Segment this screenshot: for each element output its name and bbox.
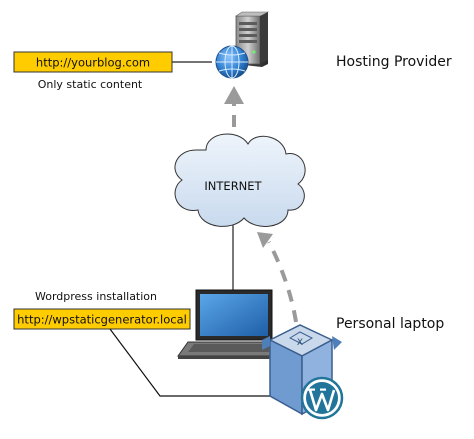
local-url-box xyxy=(13,308,191,330)
cloud-icon xyxy=(174,133,306,227)
personal-laptop-label: Personal laptop xyxy=(336,316,444,332)
svg-text:X: X xyxy=(297,338,303,348)
hosting-url-box xyxy=(13,51,173,73)
static-content-note: Only static content xyxy=(38,78,143,91)
local-url-connector xyxy=(109,328,304,401)
hosting-url-label: http://yourblog.com xyxy=(36,56,150,70)
wordpress-icon xyxy=(300,376,344,420)
globe-icon xyxy=(215,45,249,79)
hosting-provider-label: Hosting Provider xyxy=(336,54,452,70)
internet-label: INTERNET xyxy=(204,179,262,193)
upload-arrow-to-internet xyxy=(257,232,298,323)
laptop-icon xyxy=(177,289,291,359)
local-url-label: http://wpstaticgenerator.local xyxy=(17,313,187,327)
installation-label: Wordpress installation xyxy=(35,290,157,303)
